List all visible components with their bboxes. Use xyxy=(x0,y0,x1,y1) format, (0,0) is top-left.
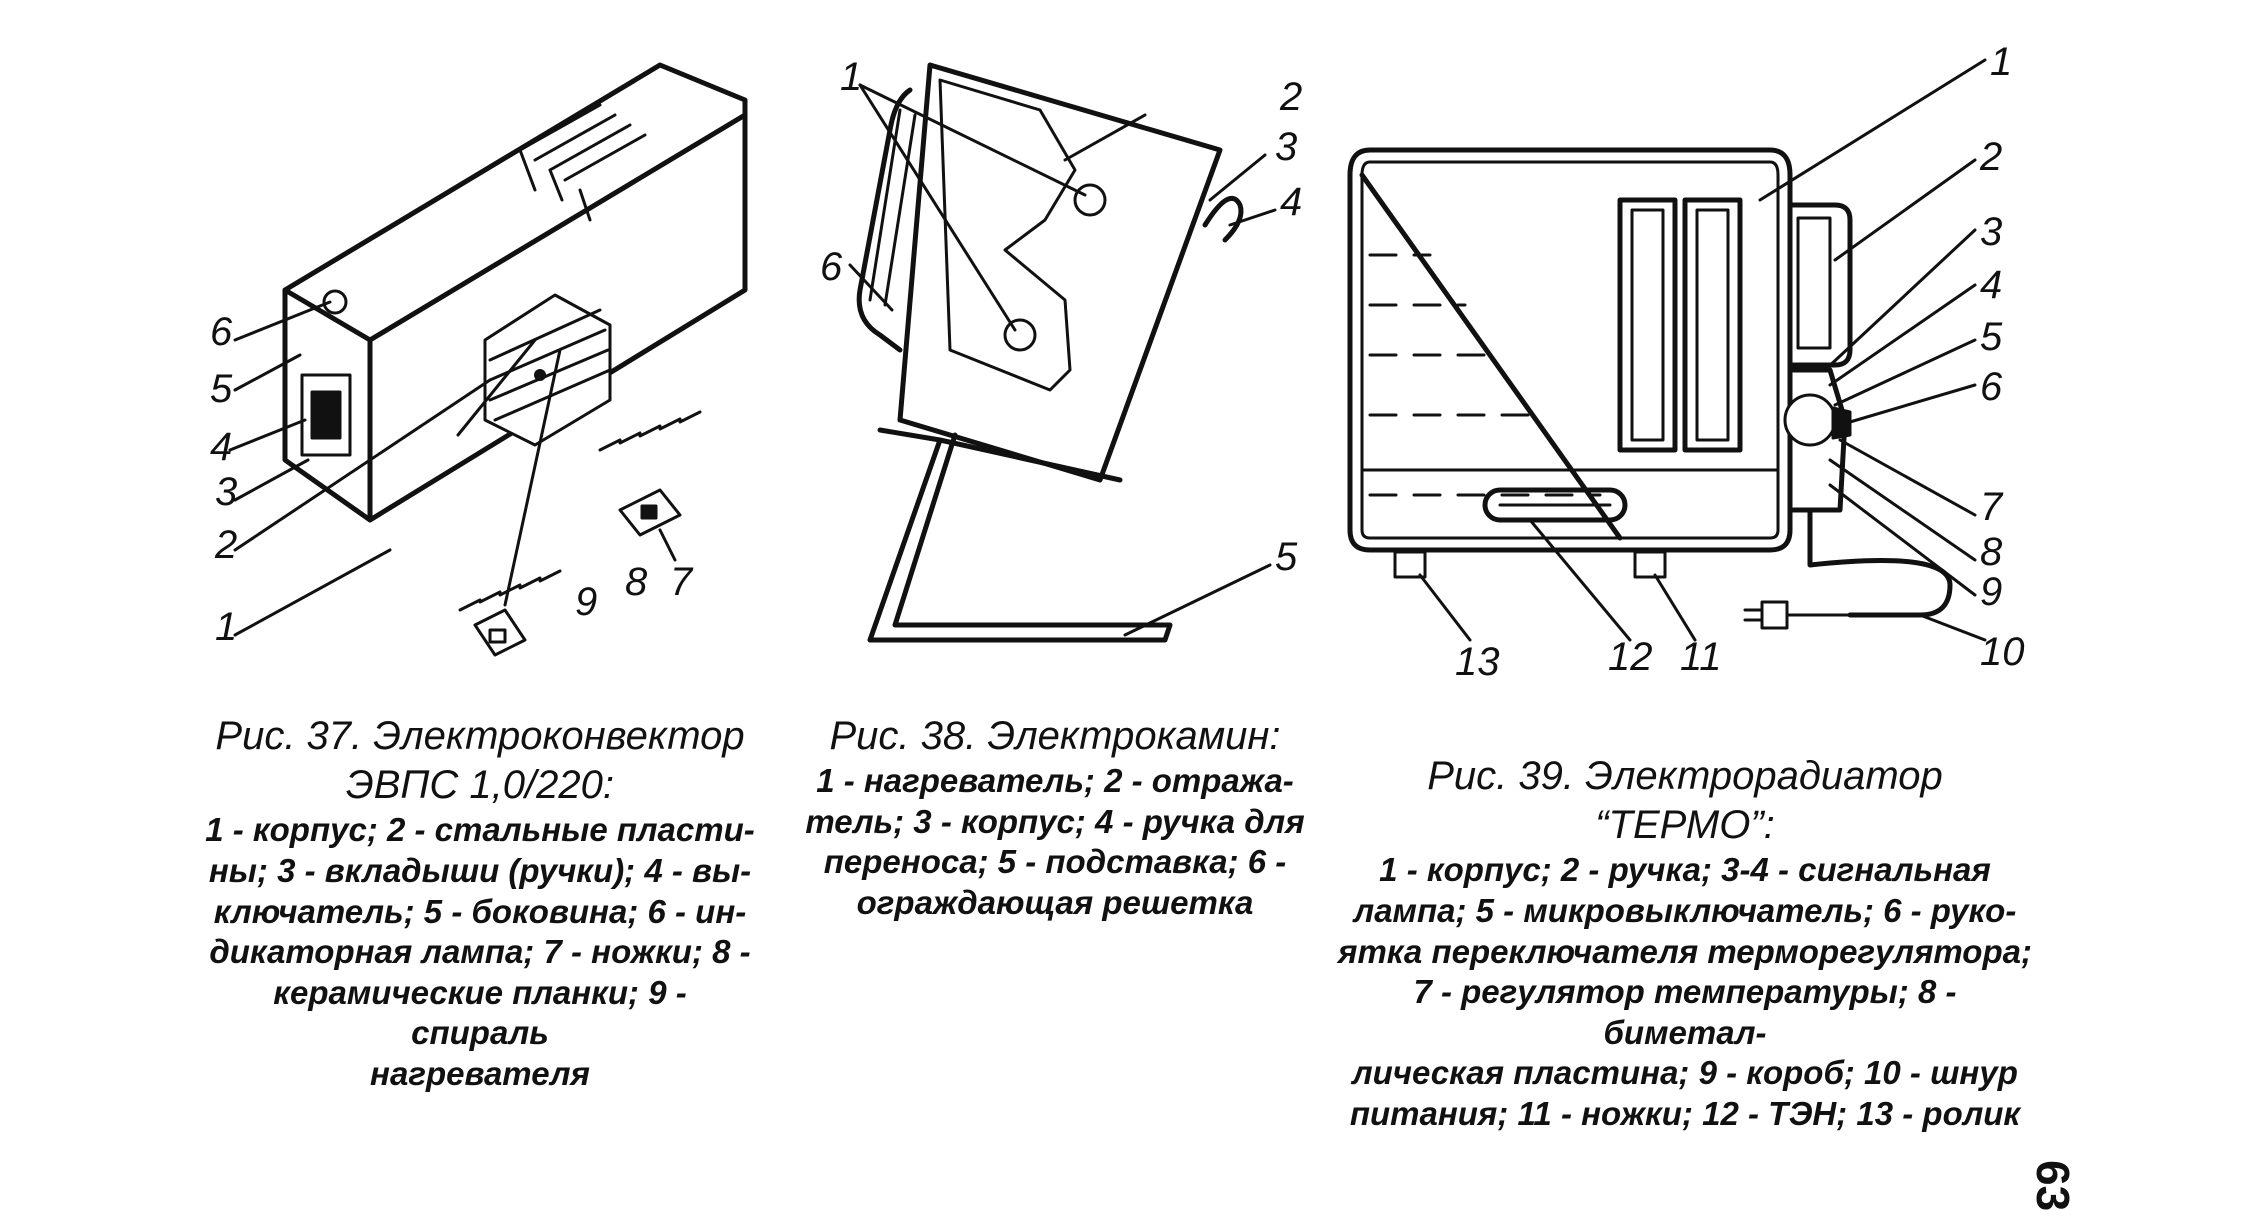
figure-39-drawing: 1 2 3 4 5 6 7 8 9 10 11 12 13 xyxy=(1330,40,2050,700)
caption-title-line: Рис. 38. Электрокамин: xyxy=(829,714,1281,758)
callout-8: 8 xyxy=(625,560,648,604)
caption-body-line: 1 - корпус; 2 - ручка; 3-4 - сигнальная xyxy=(1379,851,1991,889)
figure-39-caption: Рис. 39. Электрорадиатор “ТЕРМО”: 1 - ко… xyxy=(1335,752,2035,1134)
caption-body-line: 1 - корпус; 2 - стальные пласти- xyxy=(205,811,755,849)
callout-5: 5 xyxy=(1980,315,2003,359)
figure-37-drawing: 1 2 3 4 5 6 7 8 9 xyxy=(190,40,770,680)
callout-3: 3 xyxy=(1275,125,1297,169)
callout-8: 8 xyxy=(1980,530,2003,574)
callout-12: 12 xyxy=(1608,635,1653,679)
callout-6: 6 xyxy=(1980,365,2003,409)
callout-6: 6 xyxy=(820,245,843,289)
callout-1: 1 xyxy=(840,55,862,99)
caption-title-line: ЭВПС 1,0/220: xyxy=(346,763,614,808)
caption-body-line: ны; 3 - вкладыши (ручки); 4 - вы- xyxy=(208,851,752,889)
callout-3: 3 xyxy=(1980,210,2002,254)
callout-2: 2 xyxy=(214,523,237,567)
callout-3: 3 xyxy=(215,470,237,514)
callout-2: 2 xyxy=(1279,75,1302,119)
callout-2: 2 xyxy=(1979,135,2002,179)
caption-body-line: ограждающая решетка xyxy=(856,883,1254,921)
callout-13: 13 xyxy=(1455,640,1500,684)
callout-4: 4 xyxy=(1980,263,2002,307)
caption-body-line: ятка переключателя терморегулятора; xyxy=(1338,932,2032,970)
callout-10: 10 xyxy=(1980,630,2025,674)
callout-6: 6 xyxy=(210,310,233,354)
figure-37-caption: Рис. 37. Электроконвектор ЭВПС 1,0/220: … xyxy=(200,712,760,1094)
caption-body-line: 1 - нагреватель; 2 - отража- xyxy=(816,762,1294,800)
caption-body-line: лическая пластина; 9 - короб; 10 - шнур xyxy=(1352,1054,2018,1092)
figure-38-caption: Рис. 38. Электрокамин: 1 - нагреватель; … xyxy=(790,712,1320,924)
callout-9: 9 xyxy=(1980,570,2002,614)
callout-11: 11 xyxy=(1680,635,1722,679)
figure-38-drawing: 1 2 3 4 5 6 xyxy=(800,50,1320,670)
callout-5: 5 xyxy=(1275,535,1298,579)
callout-1: 1 xyxy=(1990,40,2012,84)
caption-title-line: Рис. 39. Электрорадиатор “ТЕРМО”: xyxy=(1427,754,1943,848)
callout-1: 1 xyxy=(215,605,237,649)
caption-body-line: лампа; 5 - микровыключатель; 6 - руко- xyxy=(1353,891,2017,929)
callout-9: 9 xyxy=(575,580,597,624)
callout-7: 7 xyxy=(670,560,694,604)
callout-4: 4 xyxy=(1280,180,1302,224)
callout-7: 7 xyxy=(1980,485,2004,529)
caption-body-line: дикаторная лампа; 7 - ножки; 8 - xyxy=(209,933,751,971)
caption-body-line: 7 - регулятор температуры; 8 - биметал- xyxy=(1413,973,1957,1051)
callout-5: 5 xyxy=(210,367,233,411)
callout-4: 4 xyxy=(210,425,232,469)
caption-body-line: переноса; 5 - подставка; 6 - xyxy=(823,843,1287,881)
caption-body-line: ключатель; 5 - боковина; 6 - ин- xyxy=(213,892,747,930)
caption-body-line: нагревателя xyxy=(370,1054,590,1092)
caption-title-line: Рис. 37. Электроконвектор xyxy=(215,714,745,758)
caption-body-line: питания; 11 - ножки; 12 - ТЭН; 13 - роли… xyxy=(1349,1094,2021,1132)
caption-body-line: керамические планки; 9 - спираль xyxy=(273,973,687,1052)
page-number: 63 xyxy=(2027,1160,2079,1212)
caption-body-line: тель; 3 - корпус; 4 - ручка для xyxy=(805,802,1305,840)
